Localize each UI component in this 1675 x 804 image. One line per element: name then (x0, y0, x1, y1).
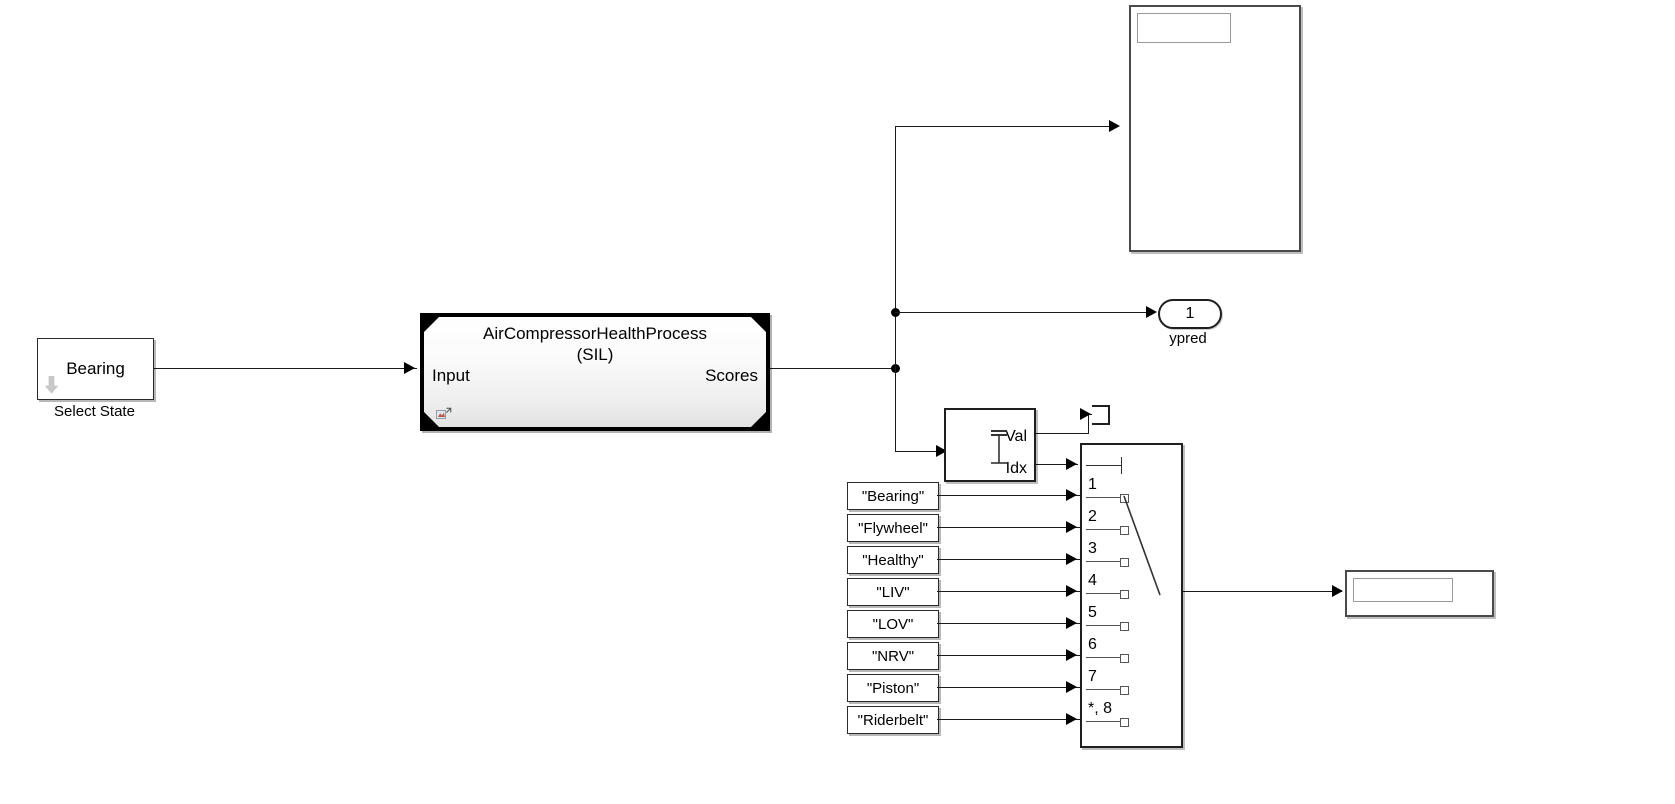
arrowhead-model-input (404, 362, 415, 374)
select-state-block[interactable]: Bearing (37, 338, 154, 400)
corner-cut-bottom-right-icon (750, 411, 767, 428)
display-top-value (1137, 13, 1231, 43)
string-constant-block[interactable]: "Bearing" (847, 482, 939, 510)
string-constant-value: "Healthy" (862, 551, 924, 569)
corner-cut-bottom-left-icon (423, 411, 440, 428)
multiport-switch-block[interactable]: 1 2 3 4 5 6 7 *, 8 (1080, 443, 1183, 748)
string-constant-value: "Piston" (866, 679, 920, 697)
model-block-title-line2: (SIL) (576, 345, 614, 364)
select-state-value: Bearing (66, 359, 125, 378)
switch-port-label: 7 (1088, 668, 1097, 685)
model-block-title-line1: AirCompressorHealthProcess (483, 324, 707, 343)
switch-control-stub (1086, 465, 1122, 466)
signal-line-val (1032, 433, 1089, 434)
switch-port-label: 5 (1088, 604, 1097, 621)
switch-port-label: 6 (1088, 636, 1097, 653)
minmax-val-label: Val (1005, 428, 1027, 445)
signal-line-to-display-top (895, 126, 1113, 127)
corner-cut-top-left-icon (423, 316, 440, 333)
switch-port-label: 2 (1088, 508, 1097, 525)
string-constant-value: "Bearing" (861, 487, 925, 505)
arrowhead-display-top (1109, 120, 1120, 132)
signal-line-to-ypred (895, 312, 1148, 313)
string-constant-value: "LOV" (872, 615, 914, 633)
switch-control-tick (1121, 457, 1122, 474)
string-constant-value: "LIV" (876, 583, 910, 601)
outport-ypred-label: ypred (1169, 330, 1207, 347)
string-constant-block[interactable]: "Riderbelt" (847, 706, 939, 734)
string-constant-block[interactable]: "Piston" (847, 674, 939, 702)
corner-cut-top-right-icon (750, 316, 767, 333)
down-arrow-icon (44, 375, 59, 394)
model-block-input-label: Input (432, 366, 470, 385)
arrowhead-display-bottom (1332, 585, 1343, 597)
string-constant-block[interactable]: "Healthy" (847, 546, 939, 574)
signal-line-switch-out (1179, 591, 1342, 592)
signal-line-to-minmax (895, 451, 943, 452)
select-state-caption: Select State (54, 403, 135, 420)
minmax-idx-label: Idx (1005, 460, 1027, 477)
string-constant-block[interactable]: "Flywheel" (847, 514, 939, 542)
max-icon (991, 430, 1007, 464)
arrowhead-switch-control (1066, 458, 1077, 470)
arrowhead-minmax-input (936, 445, 947, 457)
switch-port-label: 4 (1088, 572, 1097, 589)
display-top-block[interactable] (1129, 5, 1301, 252)
switch-port-label: *, 8 (1088, 700, 1113, 717)
switch-port-label: 1 (1088, 476, 1097, 493)
signal-line-selectstate-to-model (152, 368, 417, 369)
string-constant-block[interactable]: "LIV" (847, 578, 939, 606)
model-block-output-label: Scores (705, 366, 758, 385)
outport-ypred[interactable]: 1 (1158, 299, 1222, 329)
signal-line-idx (1032, 464, 1078, 465)
switch-blade-icon (1123, 495, 1161, 596)
signal-line-scores-down (895, 368, 896, 451)
string-constant-block[interactable]: "NRV" (847, 642, 939, 670)
signal-line-scores (762, 368, 897, 369)
display-bottom-value (1353, 578, 1453, 602)
arrowhead-terminator (1080, 408, 1091, 420)
model-block-title: AirCompressorHealthProcess (SIL) (424, 323, 766, 365)
arrowhead-ypred (1146, 306, 1157, 318)
signal-line-val-up (1088, 414, 1089, 434)
terminator-block[interactable] (1092, 405, 1110, 425)
string-constant-block[interactable]: "LOV" (847, 610, 939, 638)
switch-port-label: 3 (1088, 540, 1097, 557)
outport-number: 1 (1185, 305, 1195, 322)
display-bottom-block[interactable] (1345, 570, 1494, 617)
signal-line-scores-up (895, 126, 896, 368)
string-constant-value: "Riderbelt" (857, 711, 929, 729)
minmax-block[interactable]: Val Idx (944, 408, 1036, 482)
sil-verification-icon (436, 407, 452, 421)
string-constant-value: "Flywheel" (858, 519, 928, 537)
model-reference-block[interactable]: AirCompressorHealthProcess (SIL) Input S… (420, 313, 770, 431)
string-constant-value: "NRV" (871, 647, 915, 665)
